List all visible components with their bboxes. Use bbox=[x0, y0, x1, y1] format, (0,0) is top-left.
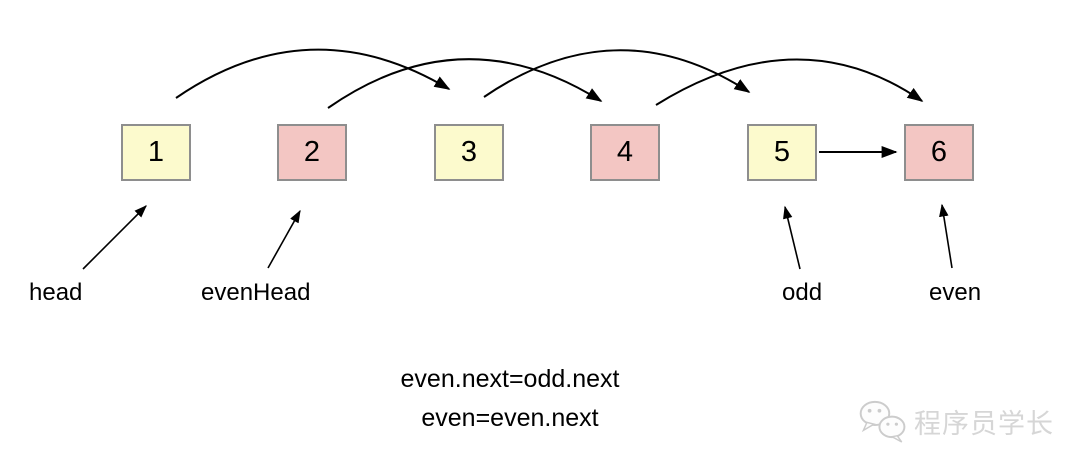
arc-arrow-4-to-6 bbox=[655, 58, 924, 106]
list-node-3: 3 bbox=[434, 124, 504, 181]
list-node-4: 4 bbox=[590, 124, 660, 181]
odd-label: odd bbox=[782, 279, 823, 306]
list-node-1: 1 bbox=[121, 124, 191, 181]
list-node-5: 5 bbox=[747, 124, 817, 181]
watermark-text: 程序员学长 bbox=[914, 409, 1054, 439]
odd-pointer-arrow bbox=[783, 205, 801, 270]
arc-arrow-3-to-5 bbox=[483, 49, 751, 98]
evenhead-label: evenHead bbox=[201, 279, 311, 306]
head-pointer-arrow bbox=[82, 205, 147, 270]
formula-line-2: even=even.next bbox=[421, 404, 599, 432]
arc-arrow-1-to-3 bbox=[175, 48, 451, 99]
evenhead-pointer-arrow bbox=[267, 209, 301, 269]
even-pointer-arrow bbox=[939, 203, 953, 269]
watermark: 程序员学长 bbox=[858, 399, 1054, 444]
list-node-2: 2 bbox=[277, 124, 347, 181]
head-label: head bbox=[29, 279, 83, 306]
even-label: even bbox=[929, 279, 982, 306]
wechat-icon bbox=[859, 400, 906, 443]
formula-block: even.next=odd.next even=even.next bbox=[230, 360, 790, 438]
list-node-6: 6 bbox=[904, 124, 974, 181]
arc-arrow-2-to-4 bbox=[327, 58, 603, 109]
formula-line-1: even.next=odd.next bbox=[400, 365, 620, 393]
